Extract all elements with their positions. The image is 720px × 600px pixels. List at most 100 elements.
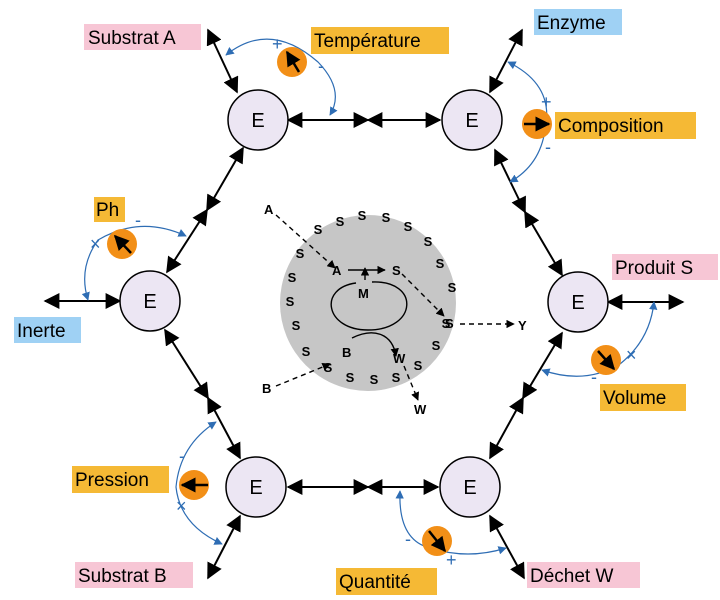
substrate-s-glyph: S: [414, 358, 423, 373]
sign-volume-times: ×: [626, 345, 637, 365]
bg-volume: [600, 384, 686, 411]
substrate-s-glyph: S: [324, 360, 333, 375]
svg-text:E: E: [465, 110, 478, 132]
enzyme-node-bottom-right: E: [439, 456, 501, 518]
substrate-s-glyph: S: [346, 370, 355, 385]
knob-quantite: [422, 526, 452, 556]
substrate-s-glyph: S: [358, 208, 367, 223]
substrate-s-glyph: S: [436, 256, 445, 271]
edge-upper-left-b: [166, 208, 208, 274]
label-ph: Ph: [96, 200, 119, 221]
connector-substrat-b: [207, 514, 241, 580]
curve-ph: [81, 225, 187, 301]
arrow-w-out: [403, 365, 420, 401]
enzyme-node-bottom-left: E: [225, 456, 287, 518]
substrate-s-glyph: S: [382, 210, 391, 225]
edge-lower-right-b: [489, 396, 524, 460]
sign-quantite-plus: +: [446, 550, 457, 570]
substrate-s-glyph: S: [448, 280, 457, 295]
edge-lower-left-b: [207, 396, 241, 460]
enzyme-node-right: E: [547, 271, 609, 333]
label-dechet-w: Déchet W: [530, 566, 613, 587]
letter-w-in: W: [393, 351, 406, 366]
letter-a-out: A: [264, 202, 274, 217]
label-backgrounds: [14, 9, 718, 595]
bg-substrat-a: [84, 24, 201, 50]
knob-volume: [591, 345, 621, 375]
letter-m: M: [358, 286, 369, 301]
sign-pression-minus: -: [179, 446, 185, 466]
bg-substrat-b: [75, 562, 193, 588]
sign-ph-times: ×: [90, 234, 101, 254]
svg-text:E: E: [463, 477, 476, 499]
letter-w-out: W: [414, 402, 427, 417]
substrate-s-glyph: S: [286, 294, 295, 309]
bg-dechet-w: [527, 562, 640, 588]
signs: + - + - - × × - - × - +: [90, 34, 637, 570]
arrow-b-in: [275, 362, 331, 387]
label-inerte: Inerte: [17, 321, 66, 342]
letter-a-in: A: [332, 263, 342, 278]
substrate-s-glyph: S: [370, 372, 379, 387]
substrate-s-glyph: S: [302, 344, 311, 359]
bg-temperature: [311, 27, 449, 54]
edge-upper-right-a: [494, 148, 526, 214]
knob-pression: [179, 470, 209, 500]
bg-quantite: [336, 568, 437, 595]
edge-upper-right-b: [524, 210, 563, 277]
enzyme-node-left: E: [119, 270, 181, 332]
svg-text:E: E: [143, 291, 156, 313]
arrow-a-in: [275, 214, 336, 269]
substrate-s-glyph: S: [314, 222, 323, 237]
svg-text:E: E: [251, 110, 264, 132]
curve-pression: [175, 421, 223, 545]
edge-lower-right-a: [522, 331, 563, 400]
label-produit-s: Produit S: [615, 258, 693, 279]
letter-b-in: B: [342, 345, 351, 360]
curve-temperature: [225, 38, 338, 116]
label-pression: Pression: [75, 470, 149, 491]
letter-y: Y: [518, 318, 527, 333]
letter-s-product: S: [392, 263, 401, 278]
arrow-s-to-s: [401, 273, 445, 317]
svg-text:E: E: [249, 477, 262, 499]
substrate-s-glyph: S: [442, 316, 451, 331]
label-temperature: Température: [314, 31, 421, 52]
sign-ph-minus: -: [135, 210, 141, 230]
connector-substrat-a: [206, 28, 239, 94]
enzyme-node-top-right: E: [441, 89, 503, 151]
loop-oval: [330, 281, 408, 331]
reaction-arrows: [275, 214, 515, 401]
label-volume: Volume: [603, 388, 666, 409]
letter-b-out: B: [262, 381, 271, 396]
sign-pression-times: ×: [176, 496, 187, 516]
connector-dechet-w: [489, 514, 525, 580]
bg-produit-s: [612, 254, 718, 280]
substrate-s-glyph: S: [292, 318, 301, 333]
bg-composition: [555, 112, 696, 139]
bg-inerte: [14, 317, 81, 343]
sign-composition-minus: -: [545, 137, 551, 157]
bg-pression: [72, 466, 169, 493]
labels: Substrat A Température Enzyme Compositio…: [17, 13, 693, 593]
label-composition: Composition: [558, 116, 664, 137]
label-substrat-b: Substrat B: [78, 566, 167, 587]
substrate-s-glyph: S: [296, 246, 305, 261]
edge-upper-left-a: [206, 146, 244, 212]
substrate-s-glyph: S: [392, 370, 401, 385]
substrate-s-glyph: S: [404, 219, 413, 234]
connector-enzyme: [489, 28, 523, 94]
knob-composition: [522, 109, 552, 139]
arrow-b-to-w: [351, 332, 399, 357]
sign-volume-minus: -: [591, 367, 597, 387]
sign-temperature-minus: -: [318, 56, 324, 76]
outer-connectors: [43, 28, 685, 580]
letter-s-exit: S: [445, 316, 454, 331]
substrate-s-glyph: S: [432, 338, 441, 353]
sign-composition-plus: +: [541, 92, 552, 112]
sign-quantite-minus: -: [405, 529, 411, 549]
label-substrat-a: Substrat A: [88, 28, 176, 49]
